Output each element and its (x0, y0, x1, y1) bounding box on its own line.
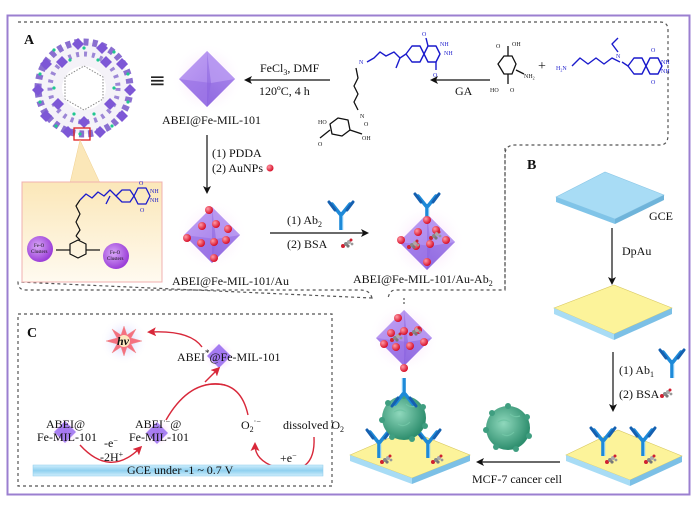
svg-text:O: O (433, 73, 438, 79)
ground-state-line1: ABEI@ (46, 417, 85, 431)
svg-text:Fe-O: Fe-O (110, 251, 121, 256)
panel-b-label: B (527, 158, 536, 173)
svg-text:NH: NH (150, 198, 159, 204)
mof-framework-image (32, 38, 136, 141)
step-temp-label: 120ºC, 4 h (259, 84, 310, 98)
svg-text:O: O (422, 32, 427, 38)
step-dpau-label: DpAu (622, 244, 651, 258)
svg-text:O: O (651, 48, 656, 54)
step-aunps-label: (2) AuNPs (212, 161, 263, 175)
step-ga-label: GA (455, 84, 473, 98)
product-probe-label: ABEI@Fe-MIL-101/Au-Ab2 (353, 272, 493, 288)
panel-c-label: C (27, 326, 37, 341)
sandwich-immunosensor (349, 302, 471, 484)
svg-text:O: O (651, 80, 656, 86)
arrow-oxidation (79, 444, 143, 463)
svg-text:O: O (318, 142, 323, 148)
abei-structure: H2N N O NH NH O (556, 37, 670, 86)
mcf7-cancer-cell-icon (482, 402, 533, 453)
step-mcf7-label: MCF-7 cancer cell (472, 472, 563, 486)
step-fecl3-label: FeCl3, DMF (260, 61, 320, 77)
product-abei-mof-au-label: ABEI@Fe-MIL-101/Au (172, 274, 289, 288)
svg-text:NH: NH (661, 60, 670, 66)
svg-text:O: O (510, 88, 515, 94)
gce-potential-bar (32, 464, 324, 477)
aunp-icon (266, 164, 274, 172)
arc-superoxide (204, 383, 249, 416)
svg-text:Fe-O: Fe-O (34, 244, 45, 249)
product-abei-mof-label: ABEI@Fe-MIL-101 (162, 113, 261, 127)
emission-core (118, 335, 130, 347)
svg-text:H2N: H2N (556, 66, 567, 73)
aminoterephthalic-acid-structure: O OH HO O NH2 (490, 42, 535, 94)
oxidation-electron-label: -e− (104, 436, 118, 450)
antibody-ab2-icon (327, 200, 355, 232)
linker-callout-box (21, 181, 163, 283)
dissolved-o2-label: dissolved O2 (283, 418, 344, 434)
zoom-box-marker (73, 127, 91, 141)
ground-state-line2: Fe-MIL-101 (37, 430, 97, 444)
gold-deposited-slab (553, 284, 673, 340)
excited-mof-icon (207, 344, 231, 368)
bsa-b-icon (660, 388, 673, 398)
linker-structure-callout: O NH NH O Fe-O Clusters Fe-O Clusters (27, 181, 159, 269)
step-ab2-label: (1) Ab2 (287, 213, 322, 229)
svg-text:Clusters: Clusters (31, 250, 47, 255)
oxidation-proton-label: -2H+ (100, 450, 124, 464)
ab1-modified-slab (565, 426, 683, 486)
excited-state-label: ABEI*@Fe-MIL-101 (177, 348, 281, 364)
reduction-electron-label: +e− (280, 451, 297, 465)
hv-label: hv (117, 334, 130, 348)
panel-a-label: A (24, 33, 35, 48)
svg-text:NH2: NH2 (524, 74, 535, 81)
svg-text:O: O (496, 44, 501, 50)
step-ab1-label: (1) Ab1 (619, 363, 654, 379)
svg-text:NH: NH (440, 42, 449, 48)
gce-potential-label: GCE under -1 ~ 0.7 V (127, 463, 234, 477)
panel-c-boundary (17, 313, 333, 487)
radical-state-line2: Fe-MIL-101 (129, 430, 189, 444)
step-pdda-label: (1) PDDA (212, 146, 262, 160)
antibody-ab1-icon (658, 348, 686, 380)
svg-text:N: N (616, 54, 621, 60)
svg-text:NH: NH (444, 51, 453, 57)
svg-text:N: N (359, 60, 364, 66)
ground-mof-icon (54, 421, 76, 443)
svg-text:Clusters: Clusters (107, 257, 123, 262)
arc-radical (165, 383, 226, 421)
radical-state-line1: ABEI·−@ (135, 417, 181, 431)
radical-mof-icon (146, 422, 168, 444)
callout-pointer (69, 139, 101, 184)
plus-sign: + (538, 59, 546, 74)
arrow-to-excited (204, 366, 221, 383)
svg-text:NH: NH (150, 189, 159, 195)
panel-a-boundary (17, 21, 669, 299)
svg-text:O: O (140, 208, 145, 214)
svg-text:OH: OH (512, 42, 521, 48)
svg-text:OH: OH (362, 136, 371, 142)
arrow-emission (147, 327, 203, 348)
step-bsa-b-label: (2) BSA (619, 387, 660, 401)
gce-label: GCE (649, 209, 673, 223)
svg-text:HO: HO (490, 88, 499, 94)
outer-frame (6, 14, 691, 496)
svg-text:NH: NH (661, 69, 670, 75)
svg-text:O: O (139, 181, 144, 187)
bsa-icon (341, 238, 354, 248)
svg-text:N: N (360, 114, 365, 120)
equivalence-symbol: ≡ (149, 68, 166, 92)
svg-text:O: O (364, 122, 369, 128)
superoxide-label: O2·− (241, 417, 261, 434)
svg-text:HO: HO (318, 120, 327, 126)
gce-electrode-slab (555, 171, 665, 224)
abei-linker-structure: N O NH NH O N HO OH O O (318, 32, 453, 148)
step-bsa-label: (2) BSA (287, 237, 328, 251)
